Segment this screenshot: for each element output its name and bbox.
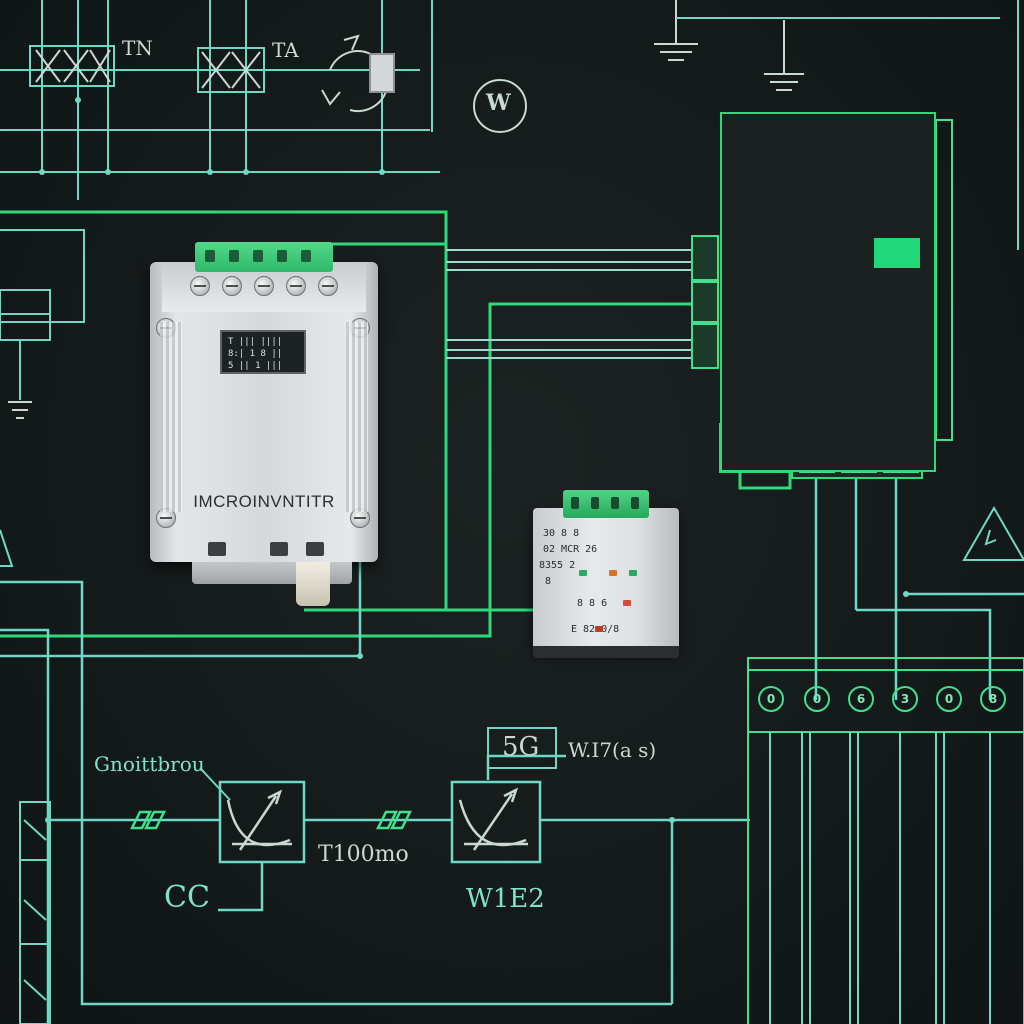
relay-status-led: [609, 570, 617, 576]
rotation-arrow-icon: [321, 34, 395, 113]
terminal-screw: [318, 276, 338, 296]
terminal-screw: [254, 276, 274, 296]
module-terminal-block: [195, 242, 333, 272]
lower-junctions: [45, 591, 909, 823]
callout-box-label: 5G: [502, 732, 540, 762]
relay-label-line-4: 8: [545, 576, 552, 587]
terminal-screw: [190, 276, 210, 296]
component-box-2: [450, 780, 542, 864]
cabinet-status-indicator: [874, 238, 920, 268]
module-name-label: IMCROINVNTITR: [193, 492, 335, 511]
relay-status-led: [579, 570, 587, 576]
rack-terminal-1: 0: [758, 686, 784, 712]
meter-dial-icon: [473, 79, 527, 133]
display-line-1: T ||| ||||: [228, 337, 283, 347]
top-left-circuit: [0, 0, 440, 200]
control-cabinet: [720, 112, 936, 472]
left-panel-circuit: [0, 229, 85, 400]
component-label-cc: CC: [164, 880, 210, 915]
warning-triangle-icon: [962, 505, 1024, 561]
relay-status-led: [595, 626, 603, 632]
component-box-1: [218, 780, 306, 864]
transformer-label-1: TN: [122, 36, 153, 60]
rack-terminal-3: 6: [848, 686, 874, 712]
terminal-screw: [286, 276, 306, 296]
annotation-leader: [199, 767, 231, 801]
fuse-symbol-icon: [129, 810, 413, 830]
relay-terminal-block: [563, 490, 649, 518]
terminal-rack: [747, 657, 1024, 1024]
callout-box: [487, 727, 557, 769]
transformer-coil-icon: [29, 45, 115, 87]
relay-module: 30 8 8 02 MCR 26 8355 2 8 8 8 6 E 82 0/8: [533, 490, 679, 658]
component-label-w1e2: W1E2: [466, 884, 545, 914]
mid-annotation-label: T100mo: [318, 842, 409, 867]
rack-terminal-5: 0: [936, 686, 962, 712]
transformer-label-2: TA: [272, 38, 299, 62]
green-power-wires: [0, 210, 792, 638]
cabinet-connector-strip: [691, 119, 953, 441]
relay-status-led: [623, 600, 631, 606]
display-line-3: 5 || 1 |||: [228, 361, 283, 371]
top-left-junctions: [39, 97, 385, 175]
ground-symbol-icon: [654, 0, 804, 91]
relay-label-line-3: 8355 2: [539, 560, 576, 571]
relay-status-led: [629, 570, 637, 576]
rack-terminal-4: 3: [892, 686, 918, 712]
module-display: T ||| |||| 8:| 1 8 || 5 || 1 |||: [220, 330, 306, 374]
ground-symbol-icon: [8, 401, 32, 419]
relay-label-line-1: 30 8 8: [543, 528, 580, 539]
display-line-2: 8:| 1 8 ||: [228, 349, 283, 359]
cooling-ribs: [346, 322, 368, 512]
rack-terminal-2: 0: [804, 686, 830, 712]
relay-label-line-5: 8 8 6: [577, 598, 608, 609]
watt-meter-symbol: W: [486, 90, 511, 116]
rack-rails: [769, 732, 991, 1024]
callout-right-label: W.I7(a s): [568, 738, 657, 762]
warning-triangle-icon: [0, 529, 14, 567]
relay-base: [533, 646, 679, 658]
signal-wires: [446, 249, 694, 359]
terminal-screw: [222, 276, 242, 296]
top-right-bus: [676, 0, 1019, 250]
mounting-screw: [350, 508, 370, 528]
relay-label-line-2: 02 MCR 26: [543, 544, 598, 555]
cooling-ribs: [160, 322, 182, 512]
module-socket: [306, 542, 324, 556]
module-socket: [270, 542, 288, 556]
lower-signal-wires: [0, 470, 1024, 1024]
left-vertical-component: [19, 801, 51, 1024]
main-inverter-module: T ||| |||| 8:| 1 8 || 5 || 1 ||| IMCROIN…: [150, 242, 378, 606]
left-annotation-label: Gnoittbrou: [94, 752, 205, 776]
rack-terminal-6: 8: [980, 686, 1006, 712]
transformer-coil-icon: [197, 47, 265, 93]
module-cable-connector: [296, 562, 330, 606]
module-socket: [208, 542, 226, 556]
